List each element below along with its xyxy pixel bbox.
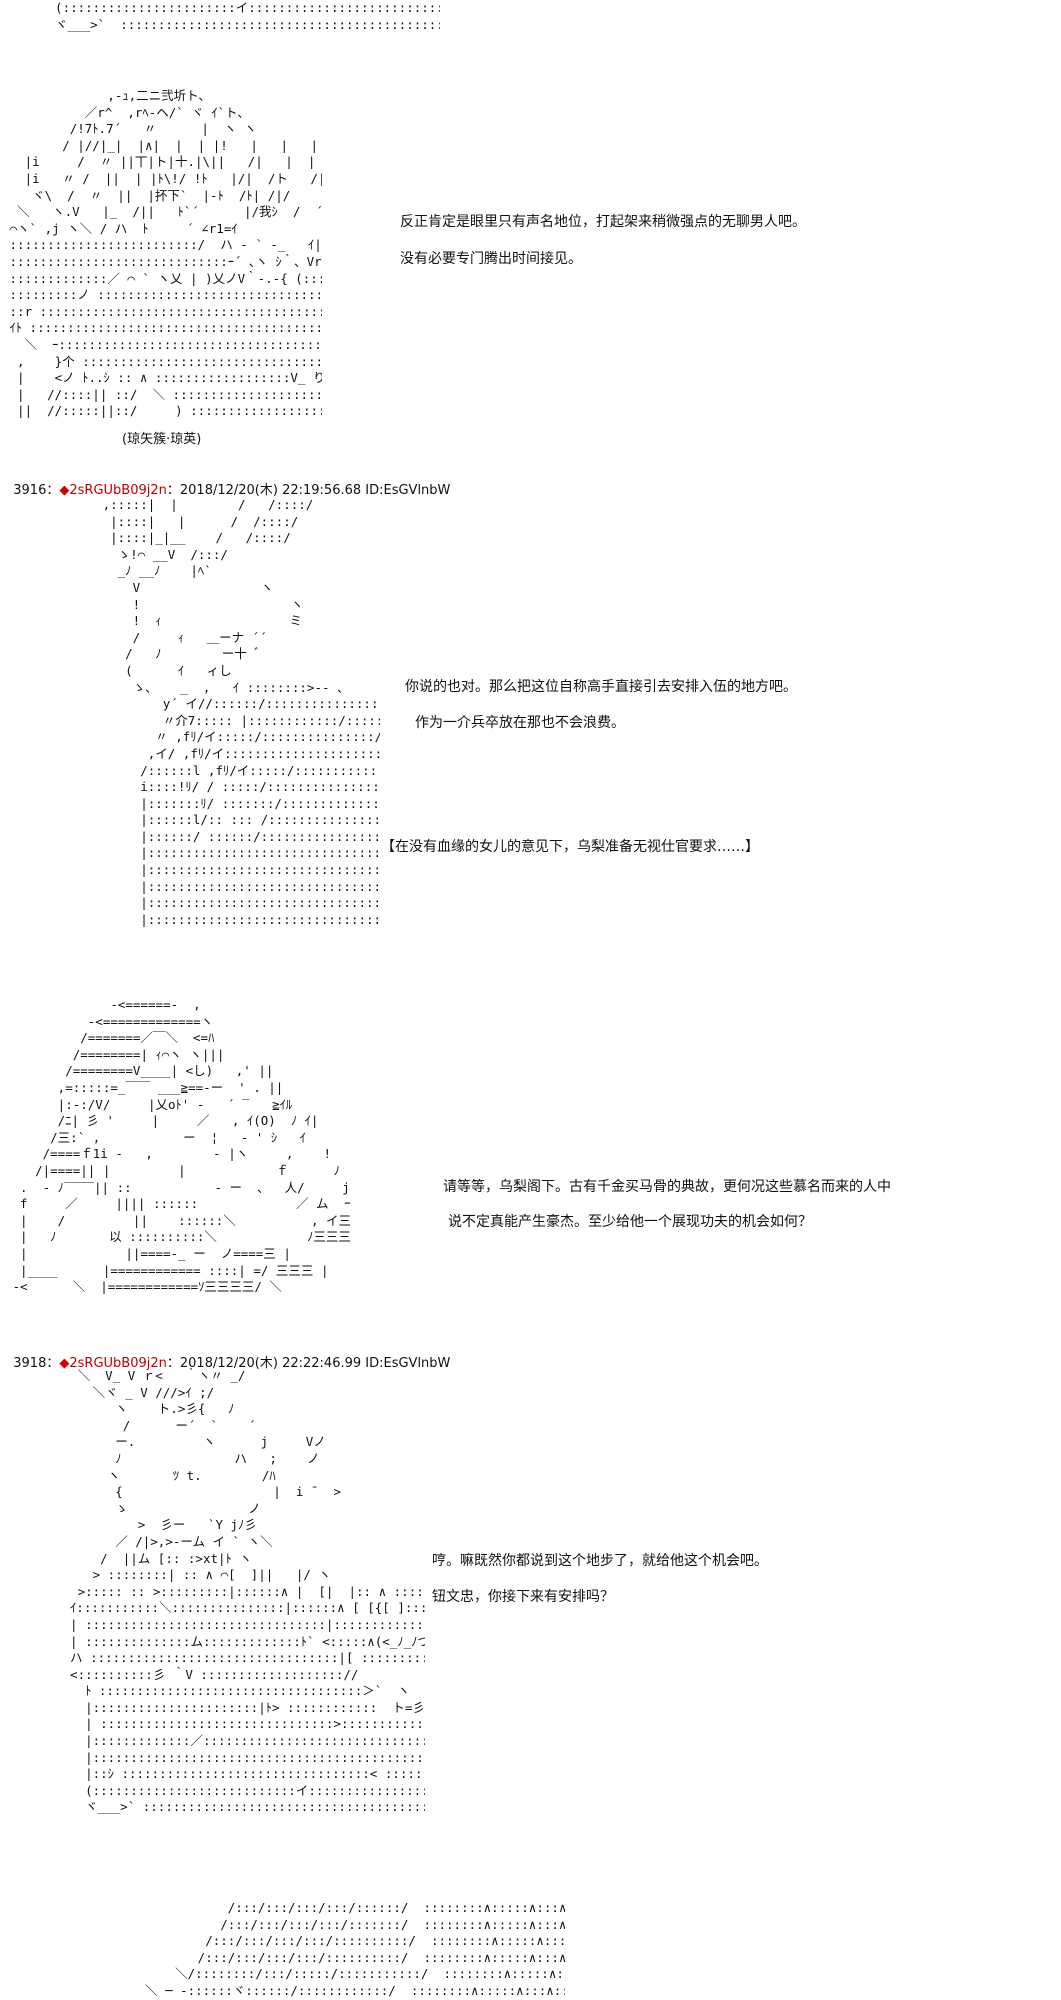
post-trip[interactable]: 2sRGUbB09j2n: [69, 483, 167, 498]
post-number: 3918: [13, 1356, 47, 1371]
dialog-line: 请等等，乌梨阁下。古有千金买马骨的典故，更何况这些慕名而来的人中: [443, 1179, 891, 1195]
post-separator: ：: [46, 483, 60, 498]
trip-diamond-icon: ◆: [59, 1356, 70, 1371]
ascii-art-helmet-figure: -<======- , -<=============ヽ /=======／￣＼…: [12, 997, 350, 1295]
dialog-line: 反正肯定是眼里只有声名地位，打起架来稍微强点的无聊男人吧。: [400, 214, 806, 230]
post-meta: ：2018/12/20(木) 22:19:56.68 ID:EsGVlnbW: [166, 483, 451, 498]
post-meta: ：2018/12/20(木) 22:22:46.99 ID:EsGVlnbW: [166, 1356, 451, 1371]
dialog-line: 你说的也对。那么把这位自称高手直接引去安排入伍的地方吧。: [405, 679, 797, 695]
post-trip[interactable]: 2sRGUbB09j2n: [69, 1356, 167, 1371]
post-separator: ：: [46, 1356, 60, 1371]
trip-diamond-icon: ◆: [59, 483, 70, 498]
ascii-art-top-fragment: (:::::::::::::::::::::::イ:::::::::::::::…: [55, 0, 440, 32]
post-header: 3918：◆2sRGUbB09j2n：2018/12/20(木) 22:22:4…: [5, 1337, 450, 1373]
dialog-line: 说不定真能产生豪杰。至少给他一个展现功夫的机会如何？: [448, 1214, 812, 1230]
narration-line: 【在没有血缘的女儿的意见下，乌梨准备无视仕官要求……】: [381, 839, 759, 855]
dialog-line: 没有必要专门腾出时间接见。: [400, 251, 582, 267]
ascii-art-rabbit-figure: ,:::::| | / /::::/ |::::| | / /::::/ |::…: [102, 497, 380, 927]
ascii-art-spiky-figure: ＼ V_ V ｒ< ｀ヽ〃 _/ ＼ヾ _ V ///>ｲ ;/ ヽ ト.>彡{…: [70, 1368, 425, 1815]
dialog-line: 作为一介兵卒放在那也不会浪费。: [415, 715, 625, 731]
post-number: 3916: [13, 483, 47, 498]
ascii-art-hunter: ,-ｭ,二ニ弐圻ト、 ／r^ ,rﾍ-ヘ/` ヾ ｲ`ト、 /!7ﾄ.7´ 〃 …: [9, 88, 322, 419]
dialog-line: 哼。嘛既然你都说到这个地步了，就给他这个机会吧。: [432, 1553, 768, 1569]
dialog-line: 钮文忠，你接下来有安排吗？: [432, 1589, 614, 1605]
post-header: 3916：◆2sRGUbB09j2n：2018/12/20(木) 22:19:5…: [5, 464, 450, 500]
art-caption: (琼矢簇·琼英): [122, 432, 202, 447]
ascii-art-bottom-fragment: /:::/:::/:::/:::/::::::/ ::::::::∧:::::∧…: [145, 1900, 565, 1998]
